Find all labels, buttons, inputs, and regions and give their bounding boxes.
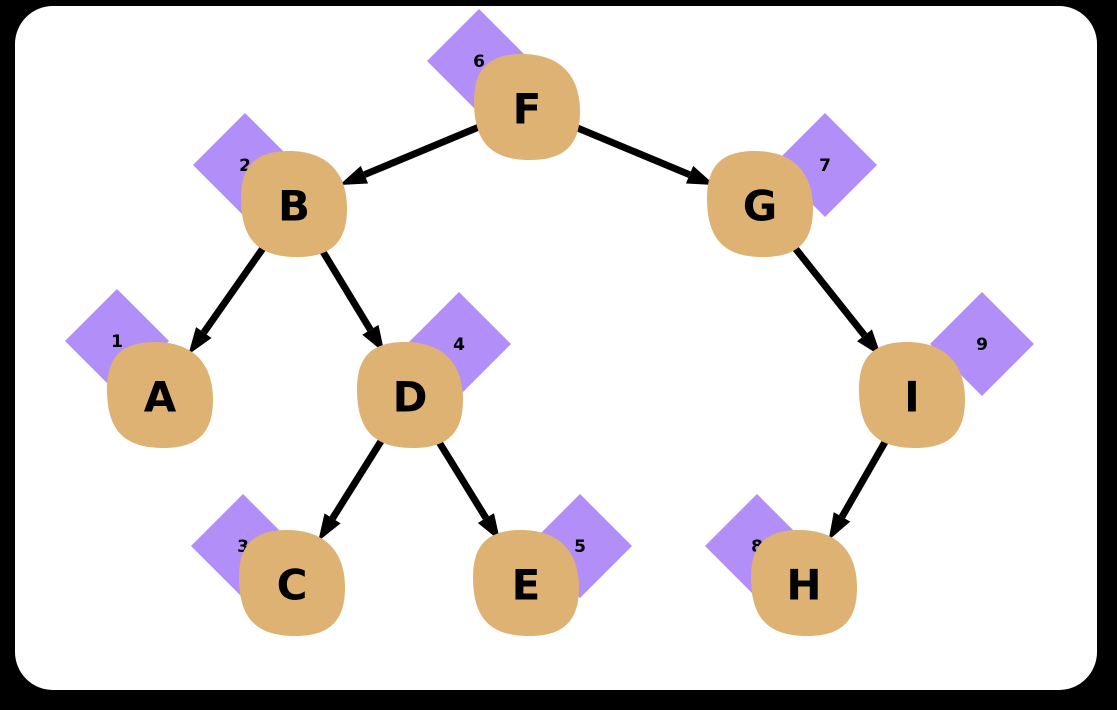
edge-f-to-g	[571, 122, 715, 186]
node-f[interactable]: F	[474, 54, 580, 160]
arrow-head-icon	[318, 513, 341, 542]
edge-line	[200, 242, 269, 335]
node-label: G	[743, 182, 777, 231]
node-label: D	[393, 373, 428, 422]
nodes-layer: F B G A D I C E H	[107, 54, 965, 636]
edge-g-to-i	[787, 240, 882, 357]
node-label: B	[278, 182, 310, 231]
node-shape	[859, 342, 965, 448]
node-shape	[707, 151, 813, 257]
node-shape	[357, 342, 463, 448]
arrow-head-icon	[828, 512, 851, 541]
node-shape	[474, 54, 580, 160]
node-c[interactable]: C	[239, 530, 345, 636]
edge-line	[571, 122, 691, 178]
node-shape	[241, 151, 347, 257]
badge-label: 1	[111, 332, 123, 352]
edge-line	[316, 244, 374, 332]
edge-d-to-c	[318, 434, 387, 542]
edge-line	[329, 434, 387, 521]
arrow-head-icon	[685, 165, 715, 186]
badge-label: 8	[751, 537, 763, 557]
badge-label: 7	[819, 156, 831, 176]
edge-line	[787, 240, 868, 338]
node-i[interactable]: I	[859, 342, 965, 448]
node-e[interactable]: E	[473, 530, 579, 636]
edge-i-to-h	[828, 435, 891, 541]
edge-line	[432, 435, 489, 520]
arrow-head-icon	[188, 327, 212, 355]
node-label: F	[513, 85, 542, 134]
edge-f-to-b	[339, 122, 483, 186]
node-shape	[107, 342, 213, 448]
edge-b-to-d	[316, 244, 385, 353]
edge-d-to-e	[432, 435, 501, 542]
arrow-head-icon	[477, 513, 501, 542]
node-label: C	[277, 561, 308, 610]
badge-label: 3	[237, 537, 249, 557]
node-shape	[751, 530, 857, 636]
badge-label: 2	[239, 156, 251, 176]
edge-b-to-a	[188, 242, 269, 355]
node-shape	[239, 530, 345, 636]
node-label: H	[786, 561, 821, 610]
node-b[interactable]: B	[241, 151, 347, 257]
node-d[interactable]: D	[357, 342, 463, 448]
badge-label: 5	[574, 537, 586, 557]
node-label: A	[144, 373, 177, 422]
badge-label: 6	[473, 52, 485, 72]
arrow-head-icon	[362, 324, 385, 353]
node-shape	[473, 530, 579, 636]
badge-label: 4	[453, 335, 465, 355]
edge-line	[363, 122, 483, 178]
node-h[interactable]: H	[751, 530, 857, 636]
badge-label: 9	[976, 335, 988, 355]
arrow-head-icon	[339, 165, 369, 186]
node-a[interactable]: A	[107, 342, 213, 448]
node-label: E	[512, 561, 541, 610]
node-g[interactable]: G	[707, 151, 813, 257]
edge-line	[838, 435, 891, 519]
node-label: I	[904, 373, 920, 422]
